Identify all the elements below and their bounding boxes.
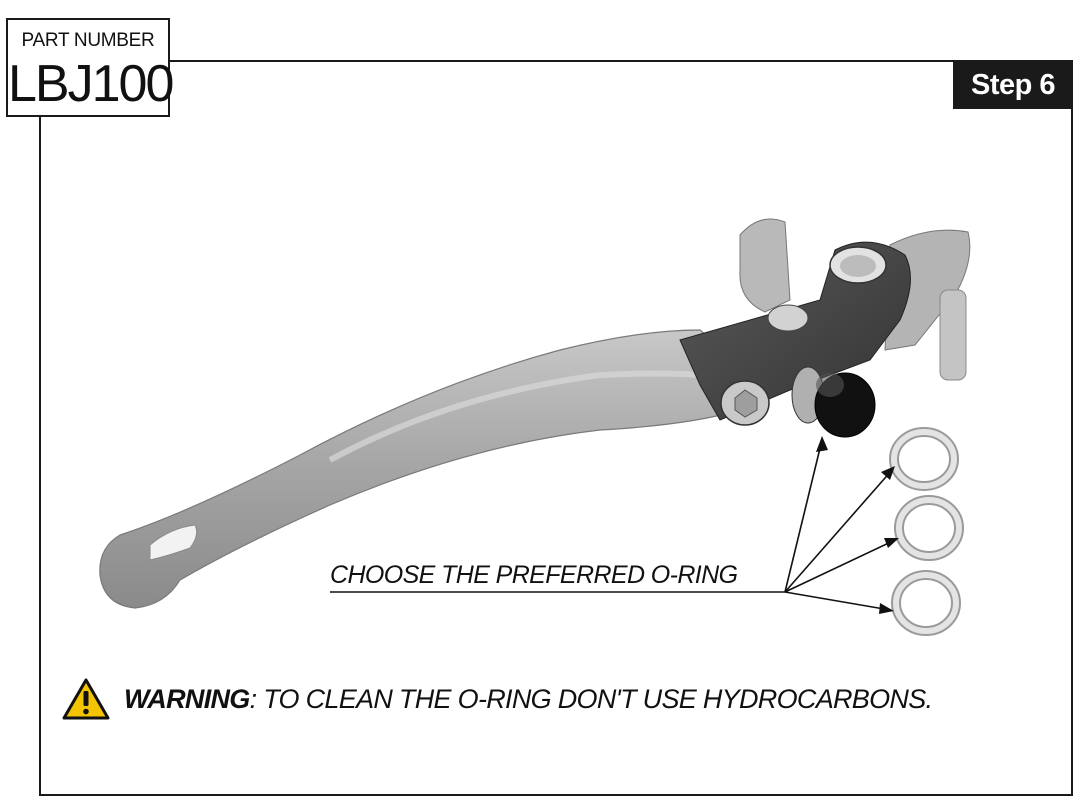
part-number-label: PART NUMBER — [21, 30, 155, 51]
callout-arrowheads — [816, 436, 899, 614]
adjuster-block — [679, 241, 911, 426]
o-ring-callout-text: CHOOSE THE PREFERRED O-RING — [330, 561, 738, 589]
instruction-frame — [39, 60, 1073, 796]
warning-triangle-icon — [62, 678, 110, 720]
lever-pivot-bracket — [739, 218, 971, 381]
warning-prefix: WARNING — [124, 683, 250, 714]
warning-text: WARNING: TO CLEAN THE O-RING DON'T USE H… — [124, 683, 933, 715]
lever-blade — [99, 329, 741, 609]
step-badge: Step 6 — [953, 61, 1073, 109]
warning-row: WARNING: TO CLEAN THE O-RING DON'T USE H… — [62, 678, 933, 720]
part-number-box: PART NUMBER LBJ100 — [6, 18, 174, 117]
part-number-value: LBJ100 — [8, 55, 174, 113]
o-ring-2 — [894, 495, 964, 561]
callout-leader-lines — [330, 439, 896, 611]
warning-message: : TO CLEAN THE O-RING DON'T USE HYDROCAR… — [249, 683, 933, 714]
o-ring-1 — [889, 427, 959, 491]
o-ring-plug — [814, 372, 876, 438]
o-ring-3 — [891, 570, 961, 636]
